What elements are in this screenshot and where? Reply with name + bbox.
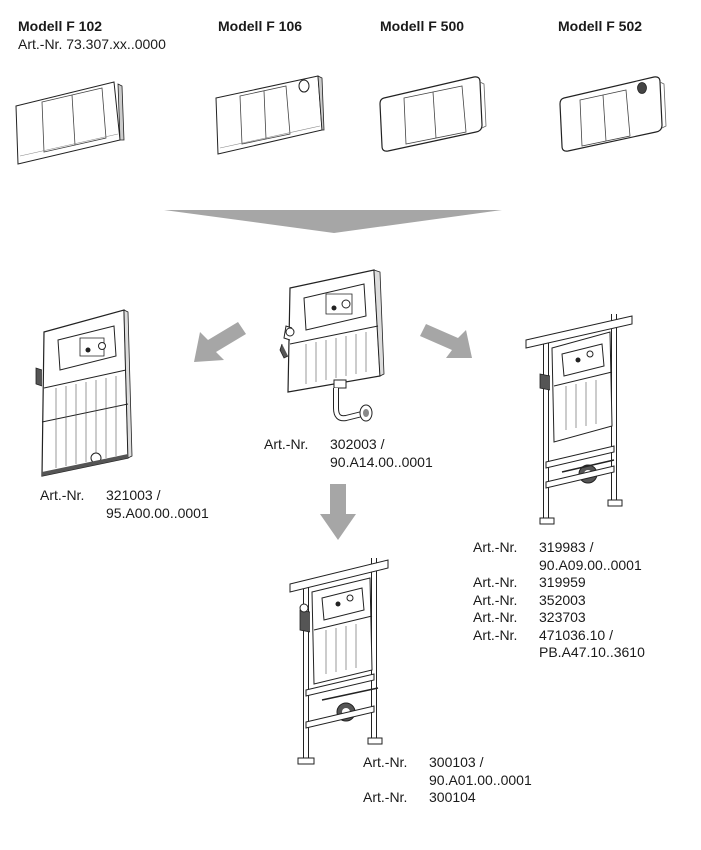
article-value: 300104 [429,789,476,805]
article-block-center: Art.-Nr. 302003 / 90.A14.00..0001 [264,436,433,471]
flush-plate-f106 [214,74,324,156]
article-value: 352003 [539,591,586,608]
arrow-left [194,322,246,362]
article-label: Art.-Nr. [473,626,518,643]
article-label: Art.-Nr. [363,754,408,770]
article-value: 302003 / [330,436,385,452]
article-block-right: Art.-Nr. 319983 / 90.A09.00..0001 Art.-Nr… [473,539,645,662]
article-label: Art.-Nr. [264,436,309,452]
article-value: 471036.10 / [539,626,613,643]
article-value: 90.A01.00..0001 [429,771,532,788]
cistern-left [36,308,132,480]
model-f106-title: Modell F 106 [218,18,303,34]
article-value: 323703 [539,609,586,625]
article-value: 90.A09.00..0001 [539,556,642,573]
article-label [264,454,330,472]
article-block-left: Art.-Nr. 321003 / 95.A00.00..0001 [40,487,209,522]
article-value: 319983 / [539,539,594,555]
article-value: 321003 / [106,487,161,503]
model-f102-title: Modell F 102 [18,18,103,34]
model-f500-title: Modell F 500 [380,18,465,34]
article-label: Art.-Nr. [363,789,408,805]
frame-bottom [284,550,394,770]
article-label [473,557,539,575]
article-label [363,772,429,790]
article-label: Art.-Nr. [473,591,518,608]
article-value: 90.A14.00..0001 [330,453,433,470]
article-value: 319959 [539,574,586,590]
model-f502-title: Modell F 502 [558,18,643,34]
flush-plate-f500 [376,74,488,156]
article-label [473,644,539,662]
article-label: Art.-Nr. [473,609,518,625]
arrow-down [320,484,356,540]
article-label: Art.-Nr. [40,487,85,503]
cistern-center [276,268,384,434]
article-label: Art.-Nr. [473,539,518,555]
article-value: PB.A47.10..3610 [539,644,645,660]
flush-plate-f502 [556,74,668,156]
model-f102-article: Art.-Nr. 73.307.xx..0000 [18,36,166,52]
arrow-right [420,324,472,358]
flush-plate-f102 [14,80,124,166]
funnel-arrow [164,210,502,233]
article-label: Art.-Nr. [473,574,518,590]
article-block-bottom: Art.-Nr. 300103 / 90.A01.00..0001 Art.-Nr… [363,754,532,807]
article-value: 95.A00.00..0001 [106,504,209,521]
frame-right [522,306,636,530]
article-label [40,505,106,523]
article-value: 300103 / [429,754,484,770]
